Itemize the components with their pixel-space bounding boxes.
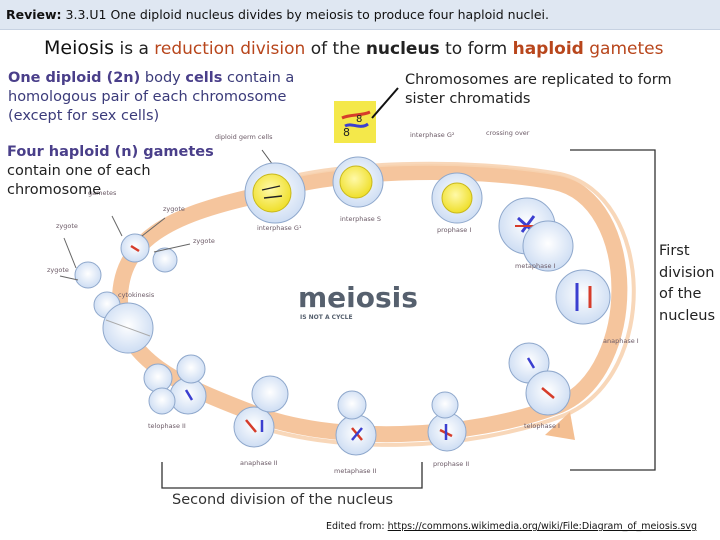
label-zygote-1: zygote — [56, 222, 78, 230]
title-haploid: haploid — [512, 39, 584, 59]
annotation-diploid-rest: contain a homologous pair of each chromo… — [8, 70, 295, 124]
credit-link[interactable]: https://commons.wikimedia.org/wiki/File:… — [387, 521, 697, 532]
svg-text:8: 8 — [356, 114, 362, 125]
cell-gamete-2 — [74, 261, 102, 289]
title-part: to form — [445, 39, 508, 59]
label-zygote-2: zygote — [163, 205, 185, 213]
page-title: Meiosis is a reduction division of the n… — [44, 37, 663, 59]
title-nucleus: nucleus — [365, 39, 440, 59]
label-gametes: gametes — [88, 189, 117, 197]
title-reduction-division: reduction division — [154, 39, 306, 59]
annotation-diploid: One diploid (2n) body cells contain a ho… — [8, 69, 308, 126]
annotation-haploid: Four haploid (n) gametes contain one of … — [7, 143, 247, 200]
annotation-diploid-cells: cells — [185, 70, 223, 86]
annotation-haploid-rest: contain one of each chromosome — [7, 163, 151, 198]
meiosis-path-arrow — [112, 163, 628, 443]
center-meiosis-subtitle: IS NOT A CYCLE — [300, 314, 353, 321]
label-telophase-1: telophase I — [524, 422, 560, 430]
label-anaphase-1: anaphase I — [603, 337, 639, 345]
annotation-haploid-bold: Four haploid (n) gametes — [7, 144, 214, 160]
label-metaphase-1: metaphase I — [515, 262, 556, 270]
cell-telophase-2 — [169, 377, 207, 415]
annotation-replicated: Chromosomes are replicated to form siste… — [405, 72, 672, 107]
label-prophase-1: prophase I — [437, 226, 471, 234]
review-text: 3.3.U1 One diploid nucleus divides by me… — [65, 7, 549, 22]
label-crossing-over: crossing over — [486, 129, 530, 137]
svg-text:8: 8 — [343, 126, 350, 139]
center-meiosis-title: meiosis — [298, 281, 418, 314]
cell-anaphase-2 — [233, 406, 275, 448]
label-interphase-s: interphase S — [340, 215, 381, 223]
label-metaphase-2: metaphase II — [334, 467, 376, 475]
pointer-replicated — [371, 87, 399, 119]
title-gametes: gametes — [589, 39, 664, 59]
annotation-diploid-body: body — [144, 70, 181, 86]
credit-prefix: Edited from: — [326, 521, 385, 532]
title-part: is a — [119, 39, 149, 59]
bracket-second-division — [161, 462, 423, 489]
review-banner: Review: 3.3.U1 One diploid nucleus divid… — [0, 0, 720, 30]
label-diploid-germ-cells: diploid germ cells — [215, 133, 273, 141]
annotation-first-division: First division of the nucleus — [659, 243, 716, 324]
bracket-first-division — [570, 149, 656, 471]
label-interphase-g2: interphase G² — [410, 131, 455, 139]
label-zygote-4: zygote — [47, 266, 69, 274]
label-anaphase-2: anaphase II — [240, 459, 278, 467]
title-part: of the — [310, 39, 361, 59]
cell-metaphase-1a — [522, 220, 574, 272]
cell-gamete-4 — [152, 247, 178, 273]
source-credit: Edited from: https://commons.wikimedia.o… — [326, 521, 697, 532]
label-telophase-2: telophase II — [148, 422, 186, 430]
cell-metaphase-1 — [555, 269, 611, 325]
label-interphase-g1: interphase G¹ — [257, 224, 302, 232]
review-prefix: Review: — [6, 7, 62, 22]
annotation-second-division: Second division of the nucleus — [172, 492, 394, 508]
label-cytokinesis: cytokinesis — [118, 291, 155, 299]
label-prophase-2: prophase II — [433, 460, 469, 468]
chromosome-inset — [334, 101, 376, 143]
label-zygote-3: zygote — [193, 237, 215, 245]
title-word-meiosis: Meiosis — [44, 37, 115, 59]
annotation-diploid-bold: One diploid (2n) — [8, 70, 141, 86]
